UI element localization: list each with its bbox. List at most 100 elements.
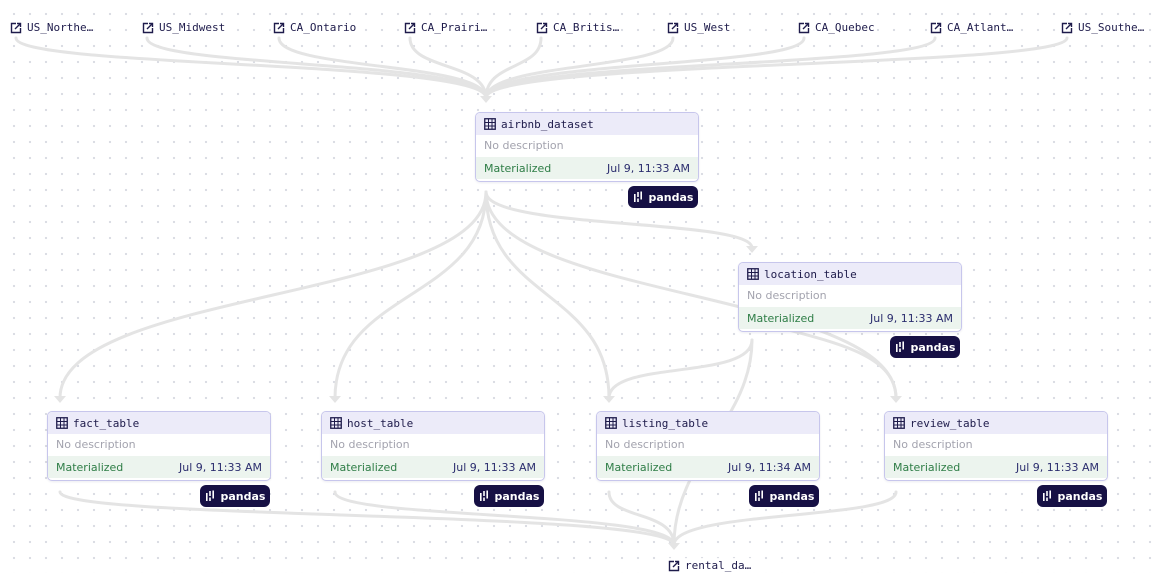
asset-node-description: No description — [56, 438, 136, 451]
source-asset-us-west[interactable]: US_West — [665, 20, 733, 35]
arrowhead-listing — [603, 396, 615, 403]
asset-node-status-row: Materialized Jul 9, 11:33 AM — [48, 456, 270, 478]
source-asset-ca-ontario[interactable]: CA_Ontario — [271, 20, 359, 35]
asset-node-status-row: Materialized Jul 9, 11:33 AM — [476, 157, 698, 179]
edge-listing-to-sink — [607, 490, 676, 547]
asset-node-title: host_table — [347, 416, 414, 430]
edge-location-to-listing — [607, 338, 754, 400]
edge-airbnb-to-review — [484, 190, 898, 400]
source-asset-ca-british-columbia[interactable]: CA_Britis… — [534, 20, 622, 35]
asset-node-status-row: Materialized Jul 9, 11:33 AM — [322, 456, 544, 478]
edge-us-northeast — [14, 36, 488, 100]
asset-node-header: airbnb_dataset — [476, 113, 698, 135]
source-asset-label: CA_Quebec — [815, 21, 875, 34]
edge-us-west — [484, 36, 675, 100]
materialized-timestamp[interactable]: Jul 9, 11:34 AM — [728, 460, 811, 474]
materialized-timestamp[interactable]: Jul 9, 11:33 AM — [179, 460, 262, 474]
edge-review-to-sink — [672, 490, 898, 547]
asset-node-header: location_table — [739, 263, 961, 285]
compute-kind-label: pandas — [220, 489, 266, 503]
compute-kind-label: pandas — [910, 340, 956, 354]
asset-node-header: host_table — [322, 412, 544, 434]
source-asset-label: CA_Prairi… — [421, 21, 488, 34]
table-icon — [484, 118, 496, 130]
source-asset-ca-quebec[interactable]: CA_Quebec — [796, 20, 877, 35]
external-link-icon — [142, 22, 154, 34]
table-icon — [747, 268, 759, 280]
compute-kind-badge: pandas — [474, 485, 544, 507]
pandas-icon — [479, 490, 489, 502]
materialized-status: Materialized — [56, 460, 124, 474]
source-asset-label: CA_Britis… — [553, 21, 620, 34]
table-icon — [330, 417, 342, 429]
materialized-status: Materialized — [330, 460, 398, 474]
asset-node-status-row: Materialized Jul 9, 11:33 AM — [885, 456, 1107, 478]
external-link-icon — [798, 22, 810, 34]
arrowhead-host — [329, 396, 341, 403]
edge-airbnb-to-fact — [58, 190, 488, 400]
asset-node-fact-table[interactable]: fact_table No description Materialized J… — [47, 411, 271, 481]
arrowhead-airbnb — [480, 96, 492, 103]
source-asset-ca-prairies[interactable]: CA_Prairi… — [402, 20, 490, 35]
table-icon — [893, 417, 905, 429]
edge-host-to-sink — [333, 490, 676, 547]
source-asset-ca-atlantic[interactable]: CA_Atlant… — [928, 20, 1016, 35]
asset-node-location-table[interactable]: location_table No description Materializ… — [738, 262, 962, 332]
pandas-icon — [895, 341, 905, 353]
edge-us-southeast — [484, 36, 1069, 100]
source-asset-label: CA_Ontario — [290, 21, 357, 34]
source-asset-us-midwest[interactable]: US_Midwest — [140, 20, 228, 35]
external-link-icon — [273, 22, 285, 34]
table-icon — [56, 417, 68, 429]
compute-kind-label: pandas — [1057, 489, 1103, 503]
asset-node-description: No description — [747, 289, 827, 302]
sink-asset-rental-data[interactable]: rental_da… — [666, 558, 754, 573]
asset-node-description: No description — [605, 438, 685, 451]
external-link-icon — [930, 22, 942, 34]
asset-node-title: location_table — [764, 267, 857, 281]
materialized-timestamp[interactable]: Jul 9, 11:33 AM — [870, 311, 953, 325]
asset-node-status-row: Materialized Jul 9, 11:33 AM — [739, 307, 961, 329]
source-asset-us-southeast[interactable]: US_Southe… — [1059, 20, 1147, 35]
asset-node-header: fact_table — [48, 412, 270, 434]
asset-node-title: airbnb_dataset — [501, 117, 594, 131]
source-asset-label: US_Northe… — [27, 21, 94, 34]
table-icon — [605, 417, 617, 429]
source-asset-us-northeast[interactable]: US_Northe… — [8, 20, 96, 35]
asset-node-description: No description — [330, 438, 410, 451]
edge-airbnb-to-listing — [484, 190, 611, 400]
edge-airbnb-to-host — [333, 190, 488, 400]
asset-node-title: fact_table — [73, 416, 140, 430]
compute-kind-label: pandas — [769, 489, 815, 503]
materialized-timestamp[interactable]: Jul 9, 11:33 AM — [1016, 460, 1099, 474]
materialized-timestamp[interactable]: Jul 9, 11:33 AM — [453, 460, 536, 474]
pandas-icon — [205, 490, 215, 502]
materialized-timestamp[interactable]: Jul 9, 11:33 AM — [607, 161, 690, 175]
source-asset-label: US_West — [684, 21, 731, 34]
edge-fact-to-sink — [58, 490, 676, 547]
asset-node-description: No description — [893, 438, 973, 451]
edge-ca-prairies — [408, 36, 488, 100]
asset-node-host-table[interactable]: host_table No description Materialized J… — [321, 411, 545, 481]
compute-kind-badge: pandas — [200, 485, 270, 507]
compute-kind-label: pandas — [648, 190, 694, 204]
pandas-icon — [754, 490, 764, 502]
asset-node-status-row: Materialized Jul 9, 11:34 AM — [597, 456, 819, 478]
asset-node-listing-table[interactable]: listing_table No description Materialize… — [596, 411, 820, 481]
asset-node-title: listing_table — [622, 416, 709, 430]
compute-kind-badge: pandas — [749, 485, 819, 507]
external-link-icon — [404, 22, 416, 34]
asset-node-header: review_table — [885, 412, 1107, 434]
external-link-icon — [1061, 22, 1073, 34]
asset-node-title: review_table — [910, 416, 990, 430]
arrowhead-fact — [54, 396, 66, 403]
asset-node-review-table[interactable]: review_table No description Materialized… — [884, 411, 1108, 481]
asset-node-airbnb-dataset[interactable]: airbnb_dataset No description Materializ… — [475, 112, 699, 182]
pandas-icon — [633, 191, 643, 203]
external-link-icon — [668, 560, 680, 572]
compute-kind-badge: pandas — [1037, 485, 1107, 507]
external-link-icon — [667, 22, 679, 34]
edge-ca-british-columbia — [484, 36, 543, 100]
arrowhead-location — [746, 246, 758, 253]
